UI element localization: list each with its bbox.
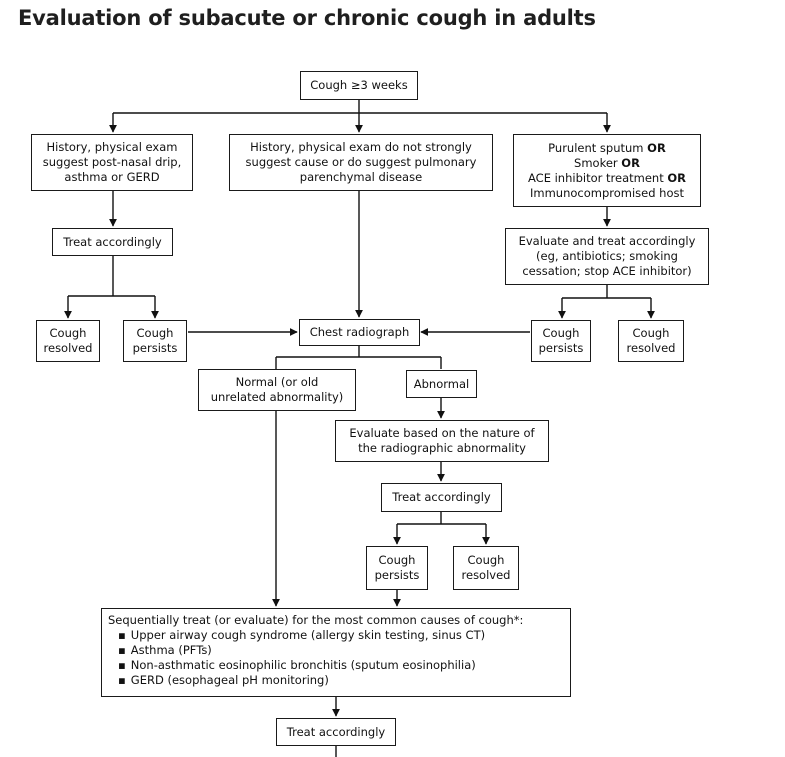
sequential-treatment-box: Sequentially treat (or evaluate) for the… bbox=[101, 608, 571, 697]
history-suggests-pnd-asthma-gerd-box: History, physical exam suggest post-nasa… bbox=[31, 134, 193, 191]
cough-resolved-left-box: Cough resolved bbox=[36, 320, 100, 362]
normal-radiograph-box: Normal (or old unrelated abnormality) bbox=[198, 369, 356, 411]
evaluate-and-treat-right-box: Evaluate and treat accordingly (eg, anti… bbox=[505, 228, 709, 285]
list-item: Non-asthmatic eosinophilic bronchitis (s… bbox=[118, 658, 485, 673]
evaluate-nature-of-abnormality-box: Evaluate based on the nature of the radi… bbox=[335, 420, 549, 462]
common-causes-list: Upper airway cough syndrome (allergy ski… bbox=[108, 628, 485, 688]
chest-radiograph-box: Chest radiograph bbox=[299, 319, 420, 346]
risk-factors-box: Purulent sputum OR Smoker OR ACE inhibit… bbox=[513, 134, 701, 207]
cough-persists-mid-box: Cough persists bbox=[366, 546, 428, 590]
treat-accordingly-left-box: Treat accordingly bbox=[52, 228, 173, 256]
treat-accordingly-mid-box: Treat accordingly bbox=[381, 483, 502, 512]
history-not-suggestive-box: History, physical exam do not strongly s… bbox=[229, 134, 493, 191]
cough-persists-right-box: Cough persists bbox=[531, 320, 591, 362]
list-item: Upper airway cough syndrome (allergy ski… bbox=[118, 628, 485, 643]
treat-accordingly-bottom-box: Treat accordingly bbox=[276, 718, 396, 746]
page-title: Evaluation of subacute or chronic cough … bbox=[18, 6, 596, 30]
cough-3-weeks-box: Cough ≥3 weeks bbox=[300, 71, 418, 100]
abnormal-radiograph-box: Abnormal bbox=[406, 370, 477, 398]
sequential-heading: Sequentially treat (or evaluate) for the… bbox=[108, 613, 524, 627]
list-item: Asthma (PFTs) bbox=[118, 643, 485, 658]
cough-resolved-right-box: Cough resolved bbox=[618, 320, 684, 362]
cough-resolved-mid-box: Cough resolved bbox=[453, 546, 519, 590]
list-item: GERD (esophageal pH monitoring) bbox=[118, 673, 485, 688]
cough-persists-left-box: Cough persists bbox=[123, 320, 187, 362]
